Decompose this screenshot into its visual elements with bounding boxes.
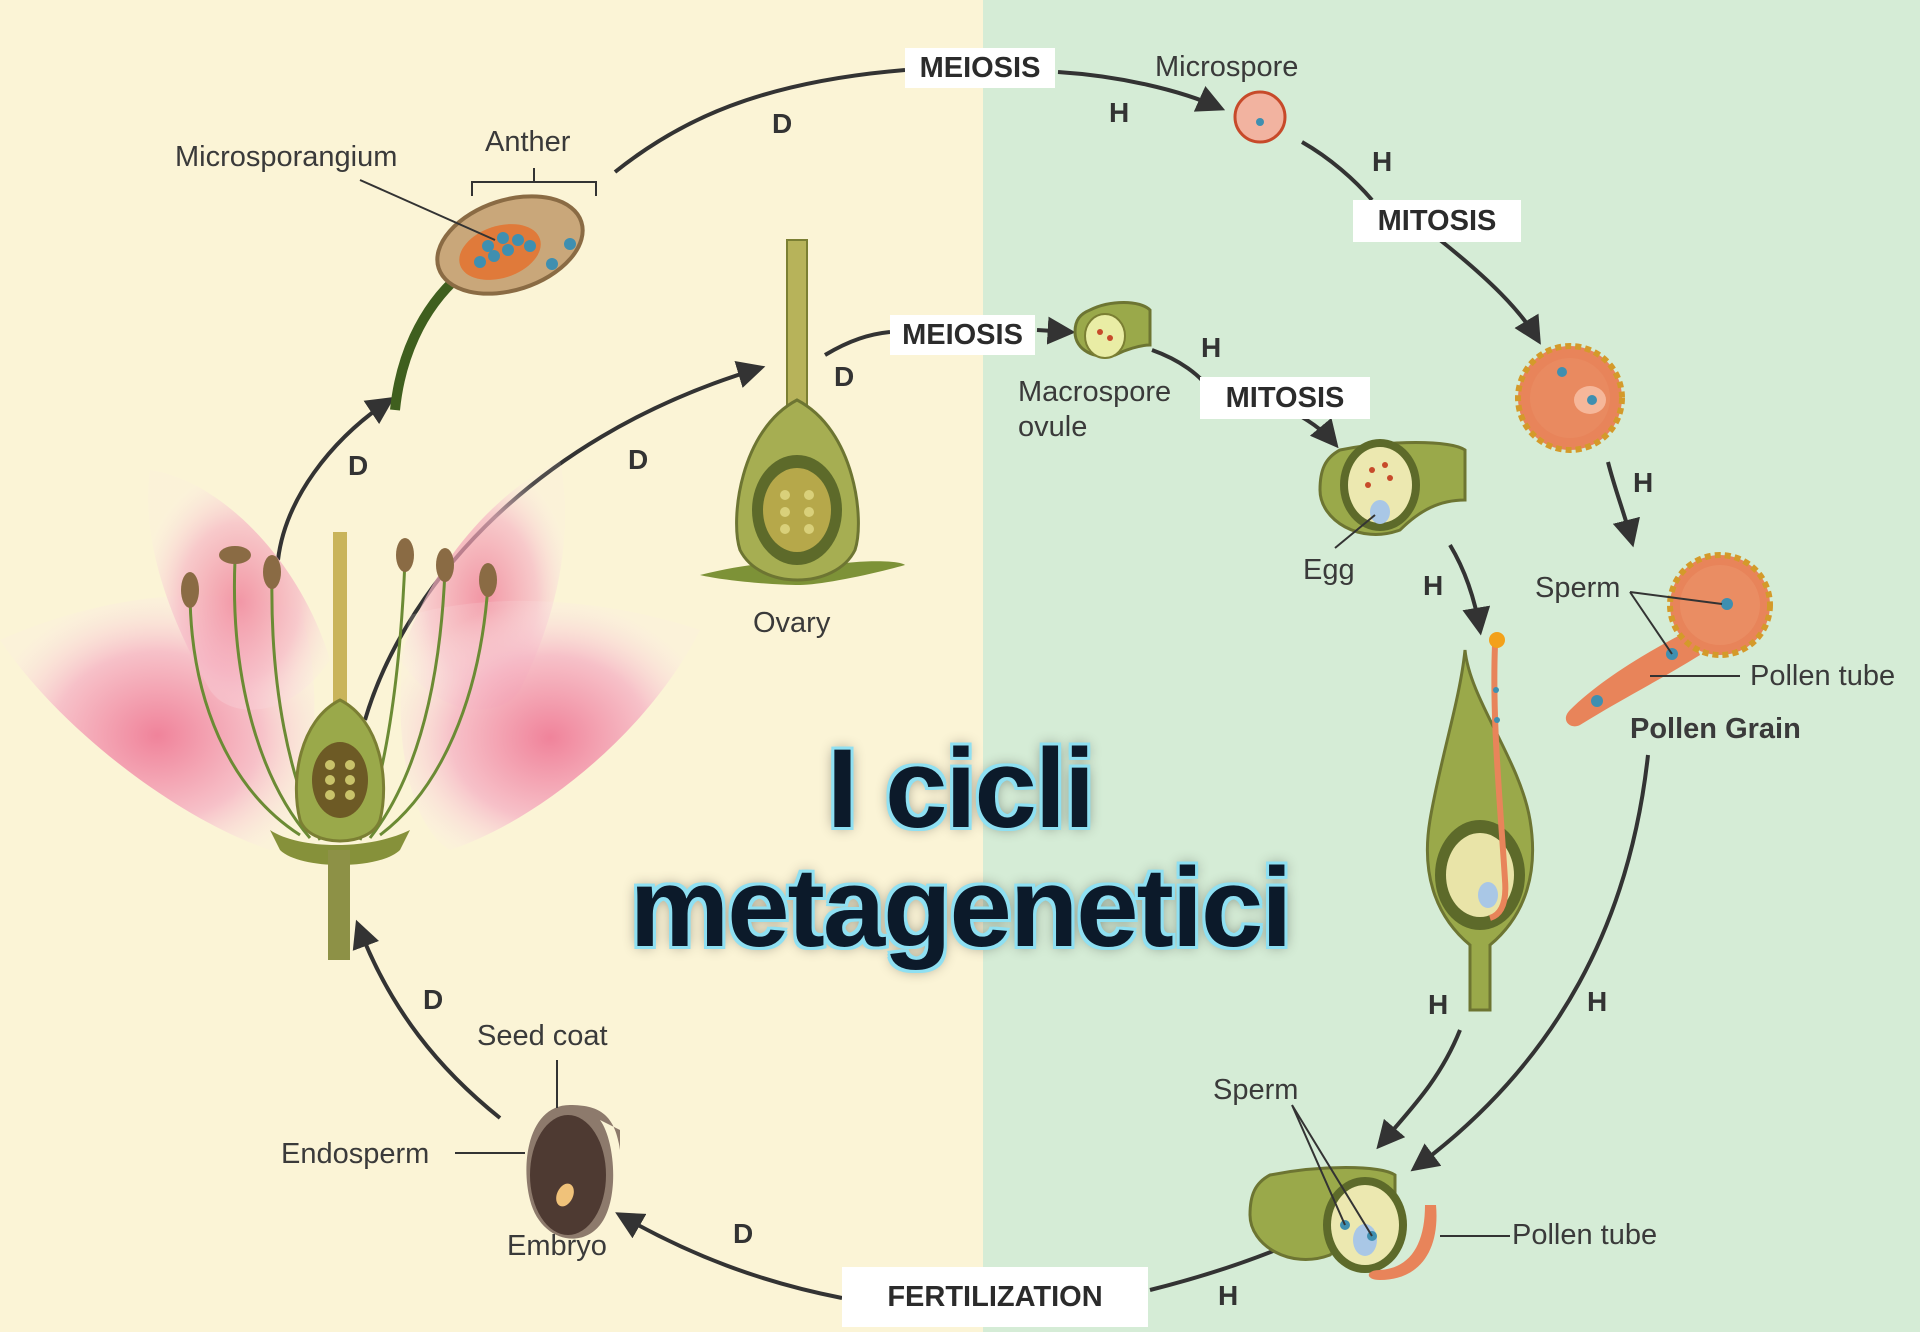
ploidy-h-mitosis-top: H (1372, 148, 1392, 176)
macrospore-label: Macrospore (1018, 378, 1171, 407)
ploidy-h-pistil: H (1428, 991, 1448, 1019)
ovule-label: ovule (1018, 413, 1087, 442)
ovary-detail (700, 240, 905, 585)
embryo-label: Embryo (507, 1232, 607, 1261)
seed (455, 1060, 620, 1239)
sperm-bottom-label: Sperm (1213, 1076, 1298, 1105)
ploidy-h-pollen: H (1633, 469, 1653, 497)
arrow-mitosis-to-pollen (1440, 240, 1538, 340)
flower-stem (328, 850, 350, 960)
arrow-microspore-to-mitosis (1302, 142, 1372, 200)
egg-label: Egg (1303, 556, 1355, 585)
ploidy-d-flower-anther: D (348, 452, 368, 480)
pistil-ovule-chamber (312, 742, 368, 818)
ploidy-d-flower-ovary: D (628, 446, 648, 474)
macrospore-ovule (1075, 303, 1150, 359)
arrow-fertilization-to-seed (620, 1215, 842, 1298)
meiosis-top-label: MEIOSIS (905, 48, 1055, 88)
anther-filament (395, 275, 460, 410)
microspore-label: Microspore (1155, 53, 1298, 82)
fertilization-ovule (1250, 1105, 1510, 1280)
fertilization-label: FERTILIZATION (842, 1267, 1148, 1327)
ploidy-d-anther-arrow: D (772, 110, 792, 138)
ploidy-h-macrospore: H (1201, 334, 1221, 362)
ploidy-d-fertilization-seed: D (733, 1220, 753, 1248)
arrow-ovary-to-meiosis (825, 332, 890, 355)
sperm-right-label: Sperm (1535, 574, 1620, 603)
pollen-grain-label: Pollen Grain (1630, 715, 1801, 744)
endosperm-label: Endosperm (281, 1140, 429, 1169)
ploidy-h-embryo-sac: H (1423, 572, 1443, 600)
ploidy-h-microspore: H (1109, 99, 1129, 127)
pollen-mitosis-cell (1518, 346, 1622, 450)
ploidy-d-seed-flower: D (423, 986, 443, 1014)
arrow-pollen-to-mature (1608, 462, 1632, 542)
title-line-2: metagenetici (560, 852, 1360, 964)
ovary-label: Ovary (753, 609, 830, 638)
ploidy-h-fertilization: H (1218, 1282, 1238, 1310)
microsporangium-label: Microsporangium (175, 143, 397, 172)
pollen-tube-bottom-label: Pollen tube (1512, 1221, 1657, 1250)
microspore-cell (1235, 92, 1285, 142)
pistil-with-tube (1427, 632, 1532, 1010)
arrow-meiosis-to-macrospore (1037, 330, 1070, 332)
ploidy-h-pollen-grain: H (1587, 988, 1607, 1016)
anther-bracket (472, 168, 596, 196)
pollen-tube-right (1566, 630, 1700, 726)
title-line-1: I cicli (560, 733, 1360, 845)
arrow-pistil-to-fusion (1380, 1030, 1460, 1145)
anther-label: Anther (485, 128, 570, 157)
mitosis-right-label: MITOSIS (1353, 200, 1521, 242)
ovary-ovule (763, 468, 831, 552)
meiosis-middle-label: MEIOSIS (890, 315, 1035, 355)
embryo-sac (1320, 439, 1465, 548)
seed-coat-label: Seed coat (477, 1022, 608, 1051)
arrow-anther-to-meiosis (615, 70, 905, 172)
arrow-sac-to-pistil (1450, 545, 1480, 630)
anther (360, 168, 596, 410)
ploidy-d-ovary-meiosis: D (834, 363, 854, 391)
mitosis-middle-label: MITOSIS (1200, 377, 1370, 419)
pollen-tube-right-label: Pollen tube (1750, 662, 1895, 691)
